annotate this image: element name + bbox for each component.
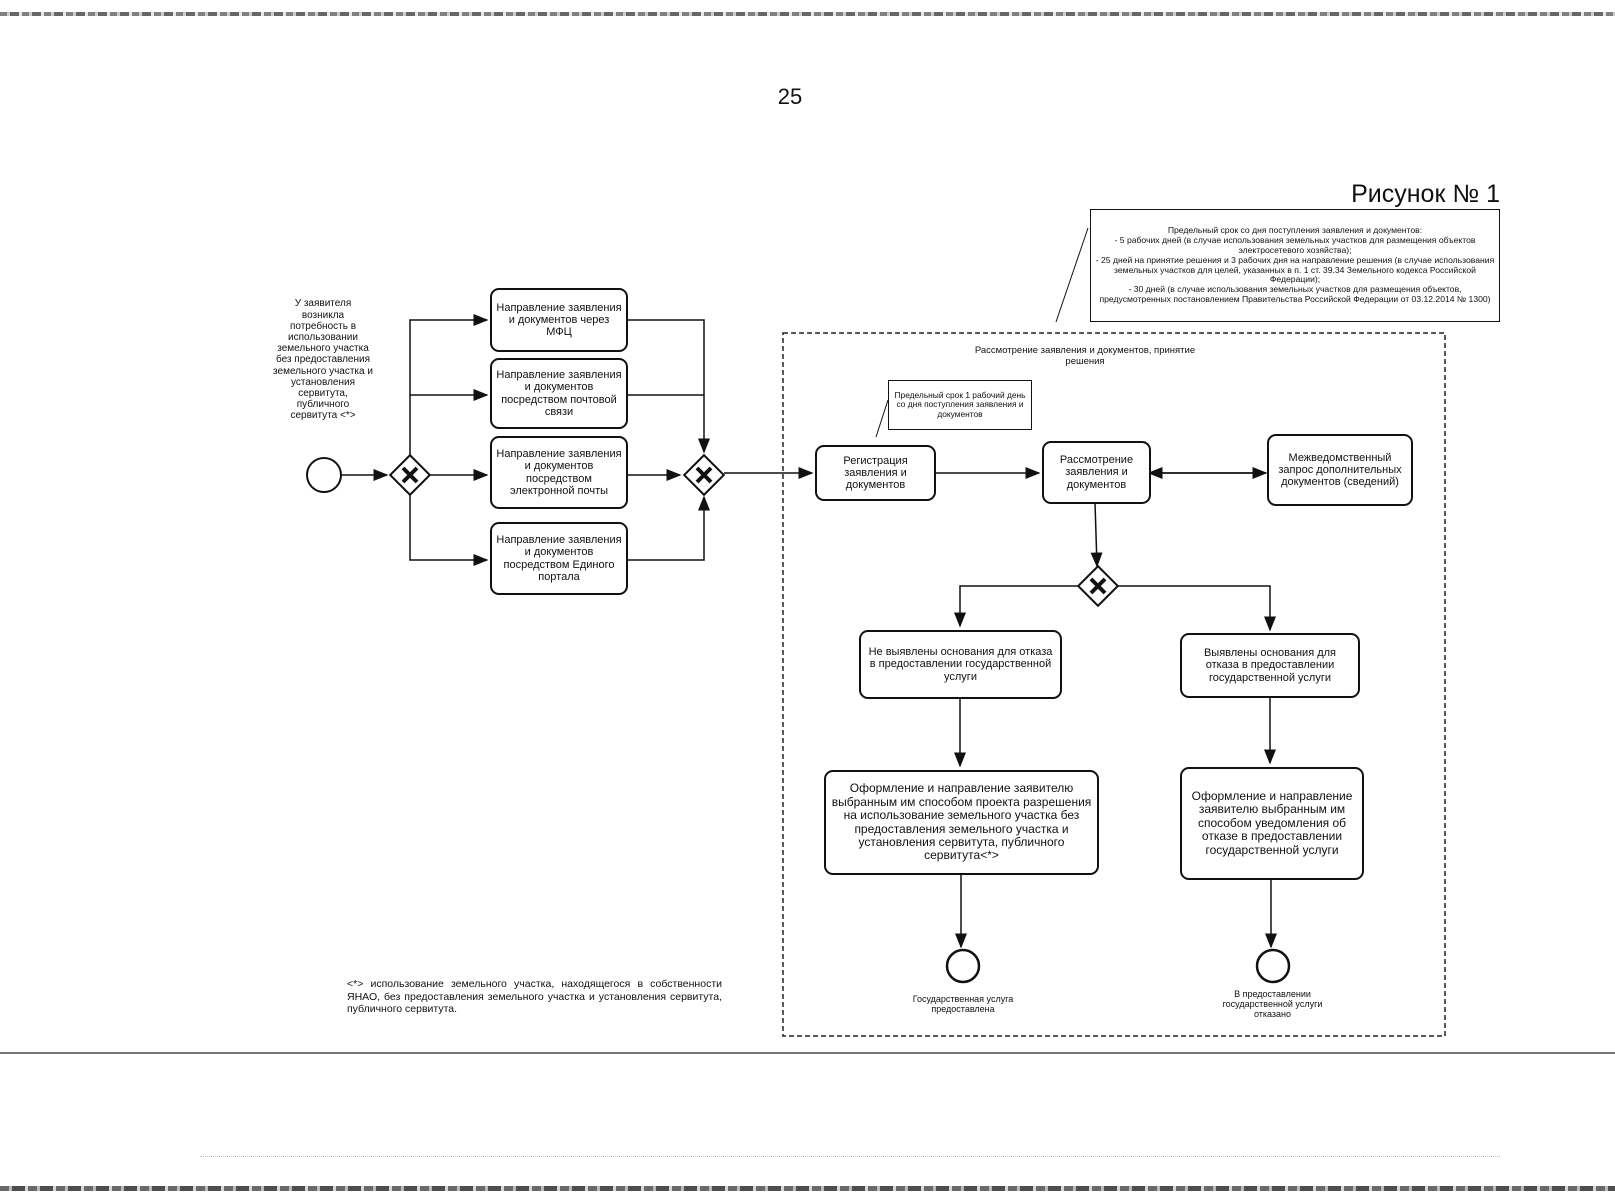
- decision-flows: [954, 585, 1277, 949]
- task-refusal-grounds: Выявлены основания для отказа в предоста…: [1180, 633, 1360, 698]
- task-no-refusal-grounds: Не выявлены основания для отказа в предо…: [859, 630, 1062, 699]
- group-boundary: [782, 332, 1446, 1037]
- start-event: [306, 457, 342, 493]
- start-event-label: У заявителя возникла потребность в испол…: [273, 298, 373, 422]
- footnote: <*> использование земельного участка, на…: [347, 978, 722, 1016]
- task-registration: Регистрация заявления и документов: [815, 445, 936, 501]
- end-label-granted: Государственная услуга предоставлена: [912, 993, 1014, 1014]
- task-review: Рассмотрение заявления и документов: [1042, 441, 1151, 504]
- task-issue-refusal-notice: Оформление и направление заявителю выбра…: [1180, 767, 1364, 880]
- end-event-refused: [1255, 948, 1291, 984]
- end-label-refused: В предоставлении государственной услуги …: [1222, 988, 1323, 1020]
- note-link-registration: [875, 399, 889, 438]
- page-number: 25: [777, 84, 803, 109]
- gateway-decision: [1076, 564, 1120, 608]
- page-divider: [0, 1052, 1615, 1054]
- faint-line: [200, 1156, 1500, 1158]
- task-postal-submission: Направление заявления и документов посре…: [490, 358, 628, 429]
- note-link-deadline: [1055, 227, 1089, 323]
- task-mfc-submission: Направление заявления и документов через…: [490, 288, 628, 352]
- main-flows: [724, 467, 1268, 568]
- scan-noise-top: [0, 12, 1615, 16]
- scan-noise-bottom: [0, 1186, 1615, 1191]
- merge-flows: [628, 319, 710, 561]
- task-email-submission: Направление заявления и документов посре…: [490, 436, 628, 509]
- figure-caption: Рисунок № 1: [1351, 180, 1500, 208]
- end-event-granted: [945, 948, 981, 984]
- gateway-merge: [682, 453, 726, 497]
- split-flows: [409, 314, 489, 566]
- task-interagency-request: Межведомственный запрос дополнительных д…: [1267, 434, 1413, 506]
- deadline-note: Предельный срок со дня поступления заявл…: [1090, 209, 1500, 322]
- registration-deadline-note: Предельный срок 1 рабочий день со дня по…: [888, 380, 1032, 430]
- group-label: Рассмотрение заявления и документов, при…: [974, 345, 1196, 367]
- task-issue-permit: Оформление и направление заявителю выбра…: [824, 770, 1099, 875]
- gateway-split: [388, 453, 432, 497]
- task-portal-submission: Направление заявления и документов посре…: [490, 522, 628, 595]
